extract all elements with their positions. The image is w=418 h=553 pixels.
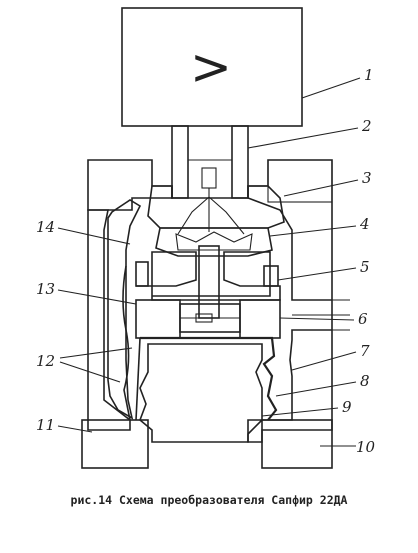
leader-lines: [57, 77, 361, 447]
lower-membrane: [140, 336, 278, 421]
callout-10: 10: [356, 438, 376, 456]
callout-13: 13: [36, 280, 55, 298]
top-cap: [147, 185, 285, 229]
callout-3: 3: [362, 169, 372, 187]
bracket: [136, 285, 281, 301]
channel-left: [122, 265, 131, 421]
right-spacer: [263, 265, 279, 287]
lower-block: [139, 343, 263, 443]
stem: [171, 125, 249, 199]
callout-5: 5: [360, 258, 370, 276]
bottom-right-foot: [261, 419, 333, 469]
callout-4: 4: [359, 215, 370, 233]
callout-1: 1: [364, 66, 374, 84]
right-middle-block: [239, 299, 281, 339]
callout-12: 12: [36, 352, 55, 370]
membrane-assembly: [155, 196, 273, 257]
right-block: [223, 251, 271, 287]
left-flange: [87, 199, 142, 431]
callout-9: 9: [342, 398, 352, 416]
callout-7: 7: [360, 342, 370, 360]
bottom-left-foot: [81, 419, 149, 469]
left-block: [151, 251, 197, 287]
electronic-unit: >: [121, 7, 303, 127]
left-middle-block: [135, 299, 181, 339]
callout-14: 14: [36, 218, 55, 236]
figure-caption: рис.14 Схема преобразователя Сапфир 22ДА: [71, 493, 348, 507]
callout-8: 8: [360, 372, 370, 390]
amplifier-symbol: >: [190, 38, 232, 96]
callout-6: 6: [358, 310, 368, 328]
callout-11: 11: [36, 416, 55, 434]
callout-2: 2: [361, 117, 372, 135]
left-spacer: [135, 261, 149, 287]
